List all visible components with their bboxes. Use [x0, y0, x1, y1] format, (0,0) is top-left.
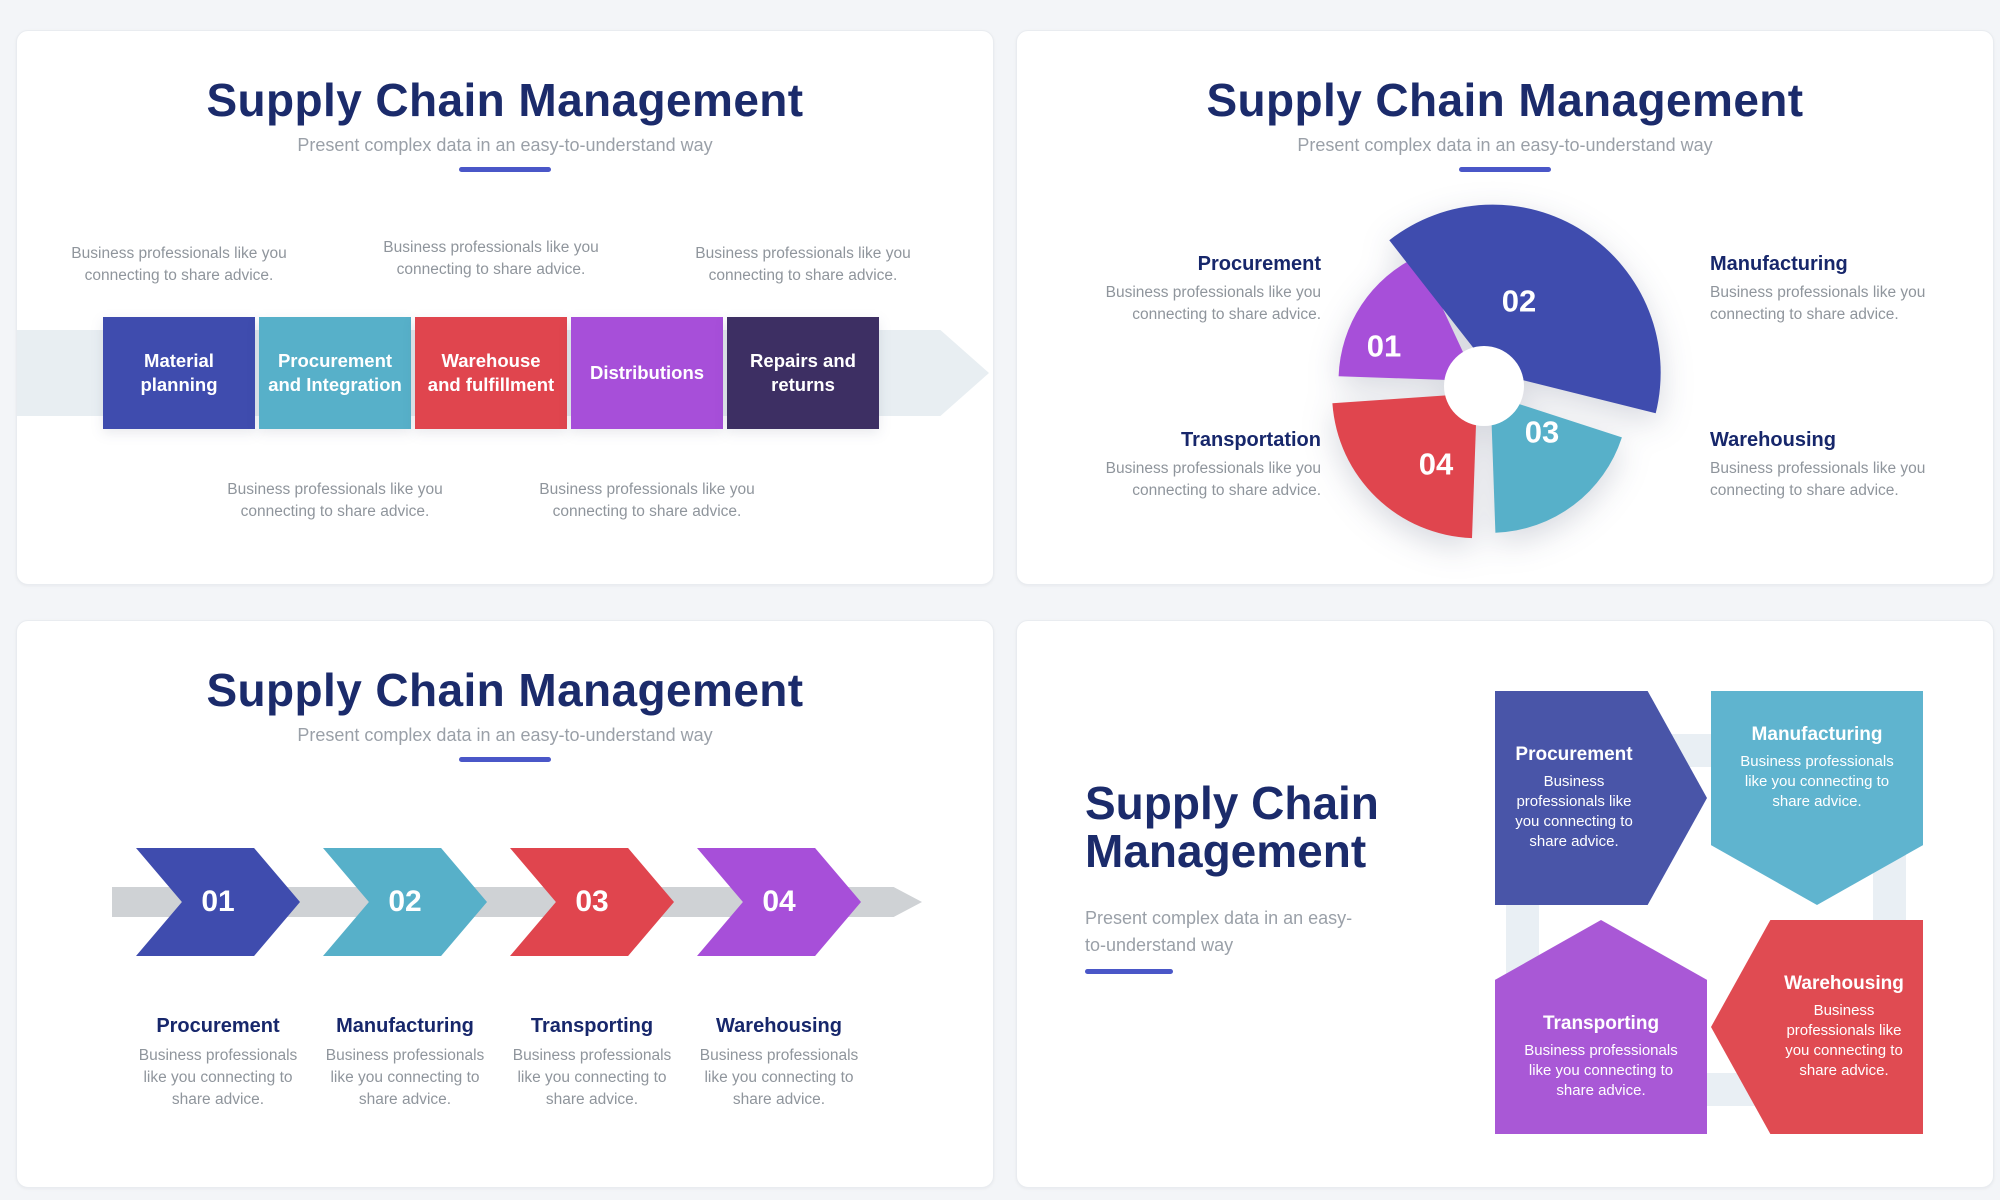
pie-segment-number-02: 02 — [1502, 284, 1536, 319]
flow-step-procurement-integration: Procurement and Integration — [259, 317, 411, 429]
shape-body: Business professionals like you connecti… — [1785, 1001, 1903, 1080]
pie-label-title: Manufacturing — [1710, 253, 1848, 275]
title-line-2: Management — [1085, 825, 1367, 878]
title-underline — [1085, 969, 1173, 974]
slide-subtitle: Present complex data in an easy- to-unde… — [1085, 905, 1352, 959]
pie-label-warehousing: Warehousing Business professionals like … — [1710, 429, 1940, 503]
flow-step-material-planning: Material planning — [103, 317, 255, 429]
flow-step-warehouse-fulfillment: Warehouse and fulfillment — [415, 317, 567, 429]
shape-title: Warehousing — [1784, 972, 1904, 994]
chevron-label-transporting: Transporting — [530, 1015, 654, 1037]
subtitle-line-2: to-understand way — [1085, 935, 1234, 955]
slide-subtitle: Present complex data in an easy-to-under… — [297, 725, 713, 745]
shape-title: Procurement — [1515, 743, 1633, 765]
flow-step-label: Repairs and returns — [750, 349, 856, 395]
pie-label-body: Business professionals like you connecti… — [1105, 284, 1321, 324]
shape-body: Business professionals like you connecti… — [1740, 752, 1894, 811]
pie-chart-container: 01 03 04 02 — [1284, 186, 1684, 586]
flow-step-label: Distributions — [589, 361, 705, 383]
chevron-label-warehousing: Warehousing — [716, 1015, 842, 1037]
pie-center-hole — [1444, 346, 1524, 426]
step-note-top-1: Business professionals like you connecti… — [71, 245, 287, 284]
pie-segment-number-04: 04 — [1419, 447, 1454, 482]
pie-segment-03 — [1490, 394, 1622, 533]
flow-step-label: Material planning — [140, 349, 218, 395]
title-underline — [459, 167, 551, 172]
title-underline — [459, 757, 551, 762]
slide-card-chevron-timeline[interactable]: Supply Chain Management Present complex … — [16, 620, 994, 1188]
step-note-top-2: Business professionals like you connecti… — [383, 239, 599, 278]
shape-content: Procurement Business professionals like … — [1495, 691, 1707, 905]
slide-subtitle: Present complex data in an easy-to-under… — [297, 135, 713, 155]
step-note-top-3: Business professionals like you connecti… — [695, 245, 911, 284]
chevron-number: 01 — [201, 885, 235, 918]
shape-content: Transporting Business professionals like… — [1495, 920, 1707, 1134]
pie-label-title: Procurement — [1197, 253, 1321, 275]
slide-title: Supply Chain Management — [206, 664, 804, 716]
pie-label-manufacturing: Manufacturing Business professionals lik… — [1710, 253, 1940, 327]
title-line-1: Supply Chain — [1085, 777, 1379, 829]
shape-title: Transporting — [1542, 1012, 1660, 1034]
chevron-label-manufacturing: Manufacturing — [336, 1015, 474, 1037]
chevron-note: Business professionals like you connecti… — [512, 1047, 672, 1108]
shape-body: Business professionals like you connecti… — [1515, 772, 1633, 851]
title-underline — [1459, 167, 1551, 172]
pie-label-body: Business professionals like you connecti… — [1710, 284, 1926, 324]
pie-label-title: Warehousing — [1710, 429, 1836, 451]
slide-title: Supply Chain Management — [1085, 779, 1379, 876]
chevron-note: Business professionals like you connecti… — [138, 1047, 298, 1108]
flow-step-label: Warehouse and fulfillment — [427, 349, 555, 395]
pie-segment-01 — [1338, 256, 1477, 381]
pie-segment-02 — [1389, 204, 1661, 414]
flow-step-label: Procurement and Integration — [268, 349, 402, 395]
pie-label-title: Transportation — [1180, 429, 1321, 451]
slide-title: Supply Chain Management — [206, 74, 804, 126]
chevron-number: 03 — [575, 885, 609, 918]
pie-label-transportation: Transportation Business professionals li… — [1091, 429, 1321, 503]
slide-card-shape-grid[interactable]: Supply Chain Management Present complex … — [1016, 620, 1994, 1188]
step-note-bottom-1: Business professionals like you connecti… — [227, 481, 443, 520]
chevron-note: Business professionals like you connecti… — [699, 1047, 859, 1108]
shape-content: Manufacturing Business professionals lik… — [1711, 691, 1923, 905]
slide-subtitle: Present complex data in an easy-to-under… — [1297, 135, 1713, 155]
pie-segment-number-03: 03 — [1525, 415, 1559, 450]
slide-title: Supply Chain Management — [1206, 74, 1804, 126]
shape-content: Warehousing Business professionals like … — [1711, 920, 1923, 1134]
subtitle-line-1: Present complex data in an easy- — [1085, 908, 1353, 928]
shape-body: Business professionals like you connecti… — [1524, 1041, 1678, 1100]
flow-step-distributions: Distributions — [571, 317, 723, 429]
chevron-number: 02 — [388, 885, 422, 918]
pie-label-procurement: Procurement Business professionals like … — [1091, 253, 1321, 327]
pie-segment-number-01: 01 — [1367, 329, 1401, 364]
chevron-note: Business professionals like you connecti… — [325, 1047, 485, 1108]
chevron-number: 04 — [762, 885, 796, 918]
step-note-bottom-2: Business professionals like you connecti… — [539, 481, 755, 520]
pie-chart: 01 03 04 02 — [1332, 204, 1661, 539]
pie-segment-04 — [1332, 393, 1478, 539]
slide-card-pie-chart[interactable]: Supply Chain Management Present complex … — [1016, 30, 1994, 585]
chevron-label-procurement: Procurement — [156, 1015, 280, 1037]
pie-label-body: Business professionals like you connecti… — [1710, 460, 1926, 500]
pie-label-body: Business professionals like you connecti… — [1105, 460, 1321, 500]
slide-card-step-flow[interactable]: Supply Chain Management Present complex … — [16, 30, 994, 585]
flow-step-repairs-returns: Repairs and returns — [727, 317, 879, 429]
shape-title: Manufacturing — [1751, 723, 1883, 745]
